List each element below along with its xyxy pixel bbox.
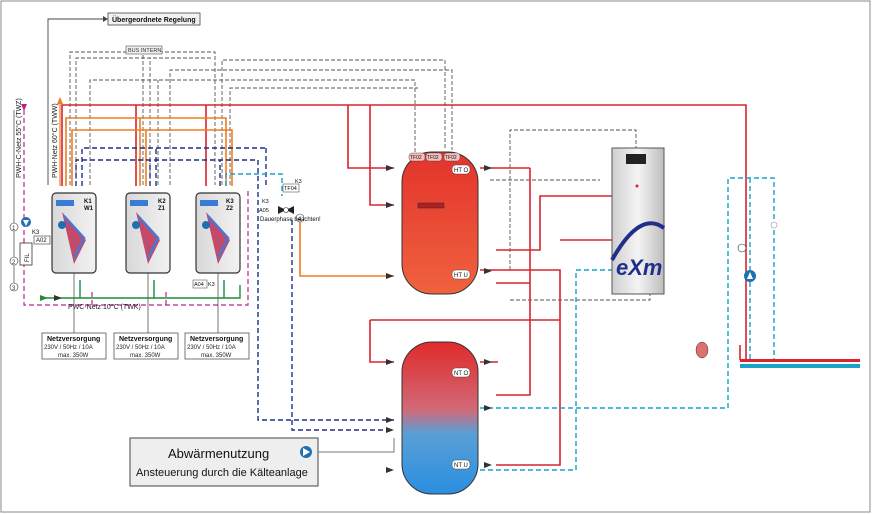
left-components: 1 2 3 FIL A02 K3 — [9, 217, 62, 301]
heat-pump-logo: eXm — [616, 255, 662, 280]
station-k2-w: Z1 — [158, 206, 166, 212]
station-k1-k: K1 — [84, 199, 92, 205]
network-supply-3: Netzversorgung 230V / 50Hz / 10A max. 35… — [184, 332, 250, 360]
controller-label: Übergeordnete Regelung — [112, 15, 196, 24]
netz-1-l1: 230V / 50Hz / 10A — [44, 345, 93, 351]
three-way-valve: TF04 K3 K3 A05 4 Dauerphase beachten! A0… — [192, 179, 321, 289]
waste-heat-subtitle: Ansteuerung durch die Kälteanlage — [136, 467, 308, 479]
netz-1-l2: max. 350W — [58, 353, 89, 359]
bus-label-box — [125, 45, 163, 55]
pwh-label: PWH-Netz 60°C (TWW) — [51, 103, 59, 178]
num-4: 4 — [298, 217, 302, 223]
station-k1-w: W1 — [84, 206, 94, 212]
check-valve-icon — [40, 295, 48, 301]
a04-label: A04 — [194, 282, 204, 288]
pwc-label: PWC-Netz 10°C (TWK) — [68, 303, 141, 311]
tank-sensor-2: TF02 — [427, 155, 439, 161]
controller-arrow — [103, 16, 108, 22]
k3-left-label: K3 — [32, 230, 40, 236]
station-k2-k: K2 — [158, 199, 166, 205]
waste-heat-box: Abwärmenutzung Ansteuerung durch die Käl… — [129, 437, 395, 487]
valve-k3c-label: K3 — [208, 282, 215, 288]
check-valve-icon-2 — [54, 295, 62, 301]
netz-3-title: Netzversorgung — [190, 336, 243, 343]
green-pipes — [42, 280, 241, 299]
expansion-vessel-icon — [695, 341, 709, 359]
tank-sensor-3: TF02 — [445, 155, 457, 161]
filter-label: FIL — [25, 253, 31, 262]
valve-k3b-label: K3 — [262, 199, 269, 205]
waste-heat-title: Abwärmenutzung — [168, 446, 269, 461]
num-1: 1 — [12, 226, 16, 232]
controller-line — [47, 18, 103, 185]
tf04-label: TF04 — [284, 186, 297, 192]
netz-2-title: Netzversorgung — [119, 336, 172, 343]
controller-box: Übergeordnete Regelung — [107, 12, 201, 26]
orange-pipes — [65, 117, 394, 277]
station-k1: K1 W1 — [51, 192, 97, 274]
tank-nto-label: NT O — [454, 371, 469, 377]
valve-a05-label: A05 — [259, 208, 269, 214]
num-3: 3 — [12, 286, 16, 292]
netz-2-l2: max. 350W — [130, 353, 161, 359]
station-k3-w: Z2 — [226, 206, 234, 212]
right-components — [695, 221, 860, 368]
a02-label: A02 — [36, 238, 47, 244]
tank-htu-label: HT U — [454, 273, 468, 279]
netz-3-l1: 230V / 50Hz / 10A — [187, 345, 236, 351]
tank-high-temp: TF02 TF02 TF02 HT O HT U — [401, 151, 479, 295]
tank-ntu-label: NT U — [454, 463, 468, 469]
netz-1-title: Netzversorgung — [47, 336, 100, 343]
num-2: 2 — [12, 260, 16, 266]
netz-2-l1: 230V / 50Hz / 10A — [116, 345, 165, 351]
tank-valves — [386, 165, 492, 473]
pwh-arrow-icon — [57, 97, 63, 104]
valve-k3-label: K3 — [295, 179, 302, 185]
station-k2: K2 Z1 — [125, 192, 171, 274]
filter-box — [19, 242, 33, 266]
tank-sensor-1: TF02 — [410, 155, 422, 161]
network-supply-2: Netzversorgung 230V / 50Hz / 10A max. 35… — [113, 332, 179, 360]
magenta-pipes — [23, 110, 249, 306]
station-k3: K3 Z2 — [195, 192, 241, 274]
heat-pump: eXm — [610, 147, 666, 295]
pwh-c-label: PWH-C-Netz 55°C (TWZ) — [15, 98, 23, 178]
pwhc-arrow-icon — [21, 104, 27, 111]
netz-3-l2: max. 350W — [201, 353, 232, 359]
bus-label: BUS INTERN — [128, 48, 161, 54]
blue-dashed-pipes — [75, 147, 394, 431]
note-label: Dauerphase beachten! — [260, 217, 321, 223]
tank-hto-label: HT O — [454, 168, 469, 174]
tank-low-temp: NT O NT U — [401, 341, 479, 495]
network-supply-1: Netzversorgung 230V / 50Hz / 10A max. 35… — [41, 332, 107, 360]
station-k3-k: K3 — [226, 199, 234, 205]
cyan-dashed-pipes — [225, 173, 860, 471]
